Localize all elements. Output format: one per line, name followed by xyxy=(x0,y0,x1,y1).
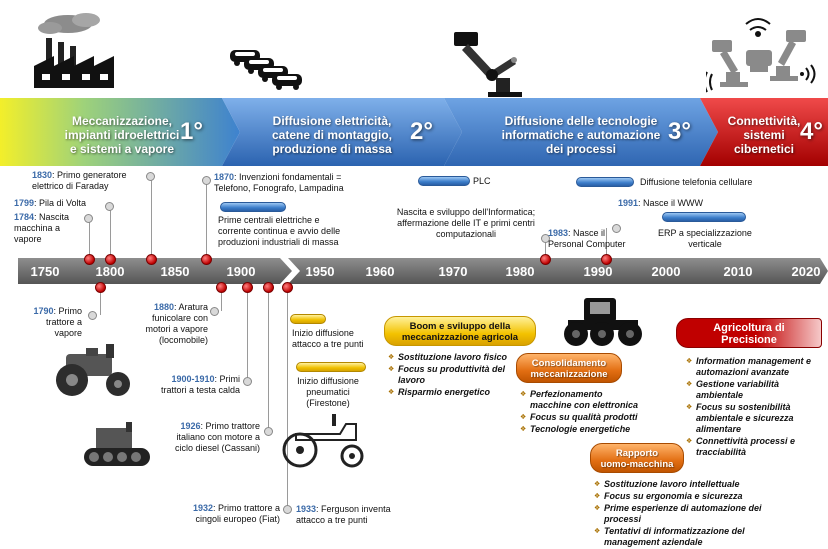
phase-banner xyxy=(0,98,828,166)
axis-year: 1900 xyxy=(226,264,256,279)
box-consolidamento-title: Consolidamento meccanizzazione xyxy=(516,353,622,383)
timeline-marker xyxy=(95,282,106,293)
timeline-marker xyxy=(282,282,293,293)
timeline-bar xyxy=(662,212,746,222)
event-1799: 1799: Pila di Volta xyxy=(14,198,87,208)
phase-2-number: 2° xyxy=(410,118,433,145)
event-pneumatici: Inizio diffusione pneumatici (Firestone) xyxy=(297,376,359,408)
axis-year: 1960 xyxy=(365,264,395,279)
timeline-marker xyxy=(146,254,157,265)
event-1933: 1933: Ferguson inventa attacco a tre pun… xyxy=(296,504,391,525)
timeline-bar xyxy=(576,177,634,187)
event-1900: 1900-1910: Primi trattori a testa calda xyxy=(160,374,240,395)
axis-year: 2020 xyxy=(791,264,821,279)
timeline-marker xyxy=(84,254,95,265)
event-1790: 1790: Primo trattore a vapore xyxy=(33,306,82,338)
phase-3-label: Diffusione delle tecnologie informatiche… xyxy=(501,114,661,156)
timeline-marker xyxy=(105,254,116,265)
timeline-bar xyxy=(220,202,286,212)
axis-year: 1850 xyxy=(160,264,190,279)
event-informatica: Nascita e sviluppo dell'Informatica; aff… xyxy=(396,207,536,239)
event-1870: 1870: Invenzioni fondamentali = Telefono… xyxy=(214,172,344,193)
axis-year: 1970 xyxy=(438,264,468,279)
timeline-bar xyxy=(418,176,470,186)
phase-2-label: Diffusione elettricità, catene di montag… xyxy=(271,114,392,156)
crawler-tractor-icon xyxy=(84,422,150,466)
modern-tractor-icon xyxy=(564,298,642,346)
axis-year: 2010 xyxy=(723,264,753,279)
timeline-marker xyxy=(601,254,612,265)
cars-icon xyxy=(230,50,302,90)
event-1926: 1926: Primo trattore italiano con motore… xyxy=(174,421,260,453)
timeline-bar xyxy=(296,362,366,372)
event-centrali: Prime centrali elettriche e corrente con… xyxy=(218,215,341,247)
event-1991: 1991: Nasce il WWW xyxy=(618,198,704,208)
timeline-marker xyxy=(201,254,212,265)
phase-4-label: Connettività, sistemi cibernetici xyxy=(727,114,801,156)
axis-year: 1980 xyxy=(505,264,535,279)
event-1830: 1830: Primo generatore elettrico di Fara… xyxy=(32,170,127,191)
event-1983: 1983: Nasce il Personal Computer xyxy=(548,228,626,249)
event-1880: 1880: Aratura funicolare con motori a va… xyxy=(145,302,208,345)
robot-arm-icon xyxy=(454,32,522,97)
box-precisione-title: Agricoltura di Precisione xyxy=(676,318,822,348)
box-precisione-list: Information management e automazioni ava… xyxy=(686,356,826,459)
phase-1-label: Meccanizzazione, impianti idroelettrici … xyxy=(64,114,180,156)
event-1932: 1932: Primo trattore a cingoli europeo (… xyxy=(192,503,280,524)
box-boom-list: Sostituzione lavoro fisico Focus su prod… xyxy=(388,352,528,399)
timeline-marker xyxy=(540,254,551,265)
timeline-marker xyxy=(216,282,227,293)
connected-robots-icon xyxy=(706,18,816,93)
axis-year: 1950 xyxy=(305,264,335,279)
event-1784: 1784: Nascita macchina a vapore xyxy=(14,212,70,244)
vintage-tractor-icon xyxy=(282,414,364,468)
axis-year: 1750 xyxy=(30,264,60,279)
box-consolidamento-list: Perfezionamento macchine con elettronica… xyxy=(520,389,640,436)
axis-year: 1990 xyxy=(583,264,613,279)
box-boom-title: Boom e sviluppo della meccanizzazione ag… xyxy=(384,316,536,346)
event-plc: PLC xyxy=(473,176,491,186)
box-rapporto-title: Rapporto uomo-macchina xyxy=(590,443,684,473)
timeline-marker xyxy=(242,282,253,293)
axis-year: 2000 xyxy=(651,264,681,279)
timeline-marker xyxy=(263,282,274,293)
phase-4-number: 4° xyxy=(800,118,823,145)
event-cellulare: Diffusione telefonia cellulare xyxy=(640,177,753,187)
timeline-bar xyxy=(290,314,326,324)
phase-3-number: 3° xyxy=(668,118,691,145)
axis-year: 1800 xyxy=(95,264,125,279)
event-tre-punti: Inizio diffusione attacco a tre punti xyxy=(292,328,364,349)
event-erp: ERP a specializzazione verticale xyxy=(658,228,752,249)
phase-1-number: 1° xyxy=(180,118,203,145)
box-rapporto-list: Sostituzione lavoro intellettuale Focus … xyxy=(594,479,764,549)
steam-tractor-icon xyxy=(56,344,130,396)
factory-icon xyxy=(34,13,114,88)
